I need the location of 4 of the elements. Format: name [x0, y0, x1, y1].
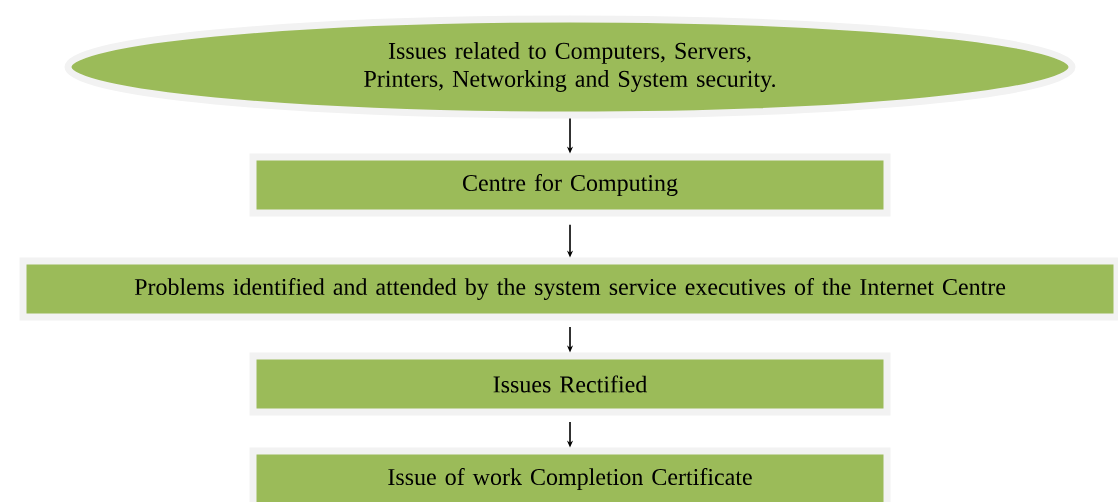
process-box: Centre for Computing: [249, 153, 891, 217]
process-box: Issue of work Completion Certificate: [249, 447, 891, 502]
process-box: Problems identified and attended by the system service executives of the Internet Centre: [19, 257, 1118, 321]
process-box: Issues Rectified: [249, 352, 891, 416]
